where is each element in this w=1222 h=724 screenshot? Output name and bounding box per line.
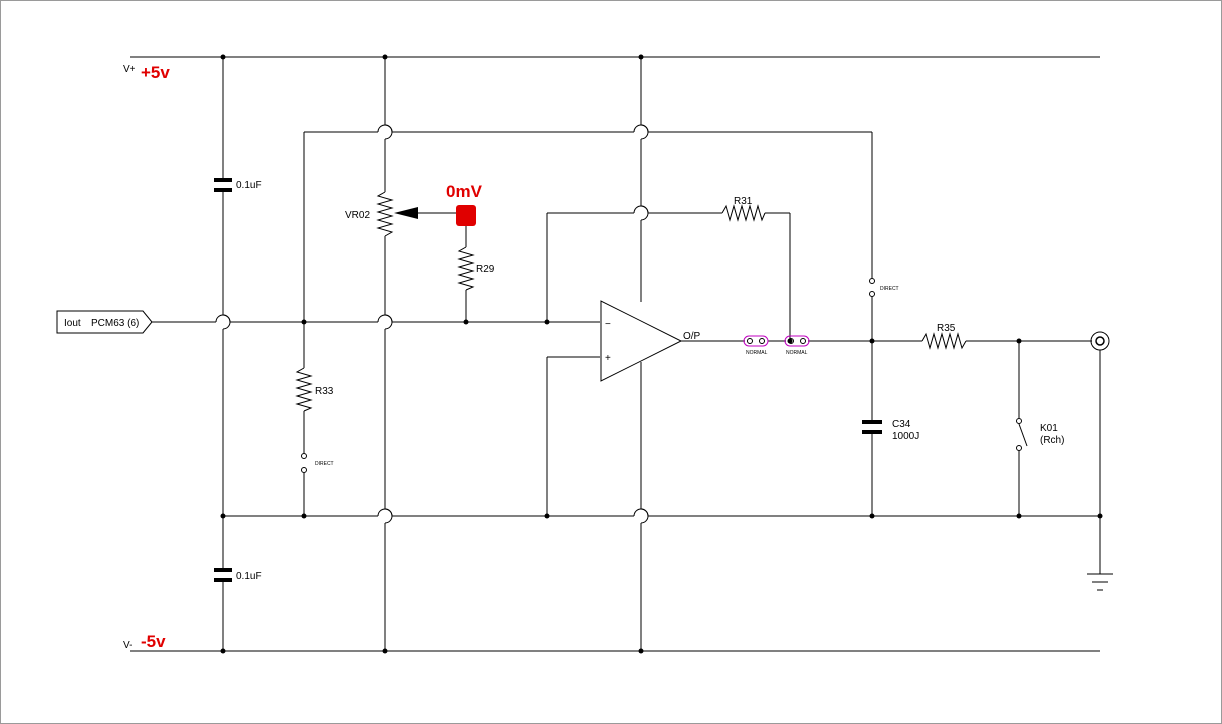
ground-rail (223, 508, 1100, 517)
potentiometer-vr02 (376, 57, 466, 651)
negative-rail-value: -5v (141, 632, 166, 651)
voltage-probe-marker[interactable] (456, 205, 476, 226)
input-port-label: Iout (64, 318, 81, 329)
decoupling-capacitor-bottom (214, 516, 232, 651)
resistor-r29-label: R29 (476, 264, 495, 275)
opamp-noninverting-symbol: + (605, 353, 611, 364)
direct-switch-left-label: DIRECT (315, 461, 334, 467)
probe-reading: 0mV (446, 182, 483, 201)
decoupling-capacitor-top (214, 57, 232, 516)
input-port (56, 310, 600, 334)
junction-dots (220, 54, 1103, 654)
resistor-r29 (457, 226, 475, 322)
capacitor-c34 (862, 341, 882, 516)
input-port-source: PCM63 (6) (91, 318, 139, 329)
normal-switch-2-label: NORMAL (786, 350, 808, 356)
negative-rail-label: V- (123, 640, 132, 651)
capacitor-bottom-value: 0.1uF (236, 571, 262, 582)
opamp-supply-wire (640, 57, 649, 651)
normal-switch-1[interactable] (743, 335, 769, 347)
direct-switch-top[interactable] (869, 132, 875, 341)
resistor-r35-label: R35 (937, 323, 956, 334)
opamp-output-label: O/P (683, 331, 701, 342)
opamp-inverting-symbol: − (605, 319, 611, 330)
capacitor-c34-label: C34 (892, 419, 911, 430)
output-wire (681, 332, 1092, 350)
positive-rail-label: V+ (123, 64, 136, 75)
positive-rail-value: +5v (141, 63, 170, 82)
capacitor-c34-value: 1000J (892, 431, 919, 442)
direct-switch-top-label: DIRECT (880, 286, 899, 292)
opamp (600, 300, 683, 382)
feedback-network (546, 204, 791, 341)
relay-k01-channel: (Rch) (1040, 435, 1064, 446)
relay-k01[interactable] (1016, 341, 1028, 516)
noninverting-input-wire (546, 356, 600, 516)
normal-switch-1-label: NORMAL (746, 350, 768, 356)
potentiometer-vr02-label: VR02 (345, 210, 370, 221)
resistor-r33-branch (295, 132, 313, 516)
resistor-r33-label: R33 (315, 386, 334, 397)
output-jack[interactable] (1090, 331, 1110, 516)
capacitor-top-value: 0.1uF (236, 180, 262, 191)
ground-symbol (1087, 516, 1113, 591)
resistor-r31-label: R31 (734, 196, 753, 207)
relay-k01-label: K01 (1040, 423, 1058, 434)
